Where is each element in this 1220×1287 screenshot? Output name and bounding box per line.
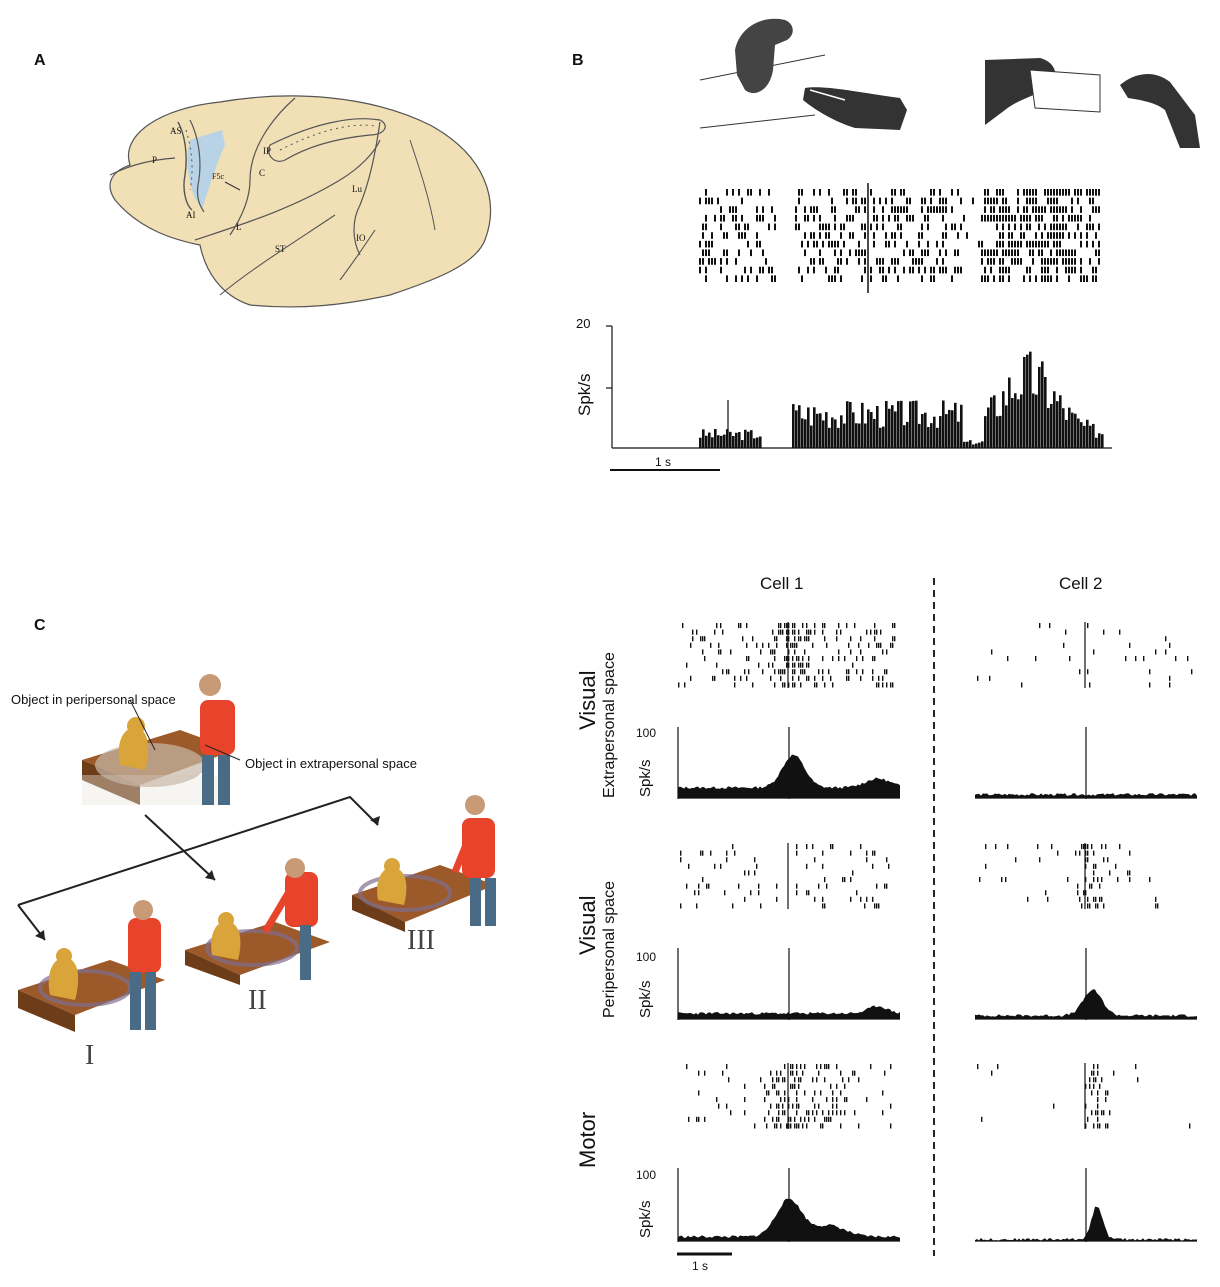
experiment-scenes-illustration	[17, 674, 496, 1032]
cell2-row1-raster	[977, 622, 1193, 688]
row3-ylabel: Spk/s	[637, 1200, 654, 1238]
row1-main-label: Visual	[575, 670, 600, 730]
row2-main-label: Visual	[575, 895, 600, 955]
cell1-row3-histogram	[677, 1168, 900, 1242]
cell1-row1-raster	[678, 622, 896, 688]
sulcus-label-l: L	[236, 222, 242, 232]
sulcus-label-ip: IP	[263, 146, 272, 156]
row2-sub-label: Peripersonal space	[601, 881, 618, 1018]
sulcus-label-c: C	[259, 168, 266, 178]
cell2-row3-raster	[977, 1063, 1191, 1129]
panel-b-histogram	[606, 325, 1112, 449]
row3-main-label: Motor	[575, 1111, 600, 1168]
sulcus-label-io: IO	[356, 233, 366, 243]
cell1-row2-histogram	[677, 948, 900, 1020]
sulcus-label-p: P	[152, 155, 158, 165]
label-peripersonal-object: Object in peripersonal space	[11, 692, 176, 707]
grasp-hands-illustration-left	[699, 18, 907, 130]
f5c-region	[187, 130, 225, 210]
panel-b-raster	[699, 183, 1100, 293]
cell-divider	[933, 578, 935, 1256]
panel-c-scalebar-label: 1 s	[692, 1259, 709, 1273]
sulcus-label-ai: AI	[186, 210, 196, 220]
row2-ylabel: Spk/s	[637, 980, 654, 1018]
condition-label-i: I	[85, 1040, 95, 1071]
panel-b-letter: B	[572, 52, 584, 69]
cell1-title: Cell 1	[760, 574, 804, 593]
panel-b-ytick-top: 20	[576, 316, 591, 331]
cell1-row3-raster	[686, 1063, 892, 1129]
cell1-row1-histogram	[677, 727, 900, 799]
monkey-brain-diagram	[109, 95, 492, 308]
panel-c-letter: C	[34, 617, 46, 634]
panel-b-scalebar	[610, 469, 720, 471]
condition-label-iii: III	[407, 925, 435, 956]
sulcus-label-st: ST	[275, 244, 286, 254]
row3-ytick: 100	[636, 1168, 657, 1182]
sulcus-label-lu: Lu	[352, 184, 362, 194]
grasp-hands-illustration-right	[985, 58, 1200, 148]
cell2-row1-histogram	[975, 727, 1197, 799]
cell1-row2-raster	[680, 843, 890, 909]
row1-ytick: 100	[636, 726, 657, 740]
panel-c-scalebar	[677, 1252, 732, 1256]
cell2-row3-histogram	[975, 1168, 1197, 1242]
sulcus-label-as: AS	[170, 126, 182, 136]
panel-a-letter: A	[34, 52, 46, 69]
row2-ytick: 100	[636, 950, 657, 964]
condition-label-ii: II	[248, 985, 267, 1016]
sulcus-label-f5c: F5c	[212, 172, 224, 181]
label-extrapersonal-object: Object in extrapersonal space	[245, 756, 417, 771]
row1-ylabel: Spk/s	[637, 759, 654, 797]
cell2-row2-raster	[979, 843, 1159, 909]
cell2-row2-histogram	[975, 948, 1197, 1020]
panel-b-scalebar-label: 1 s	[655, 455, 672, 469]
row1-sub-label: Extrapersonal space	[601, 652, 618, 798]
cell2-title: Cell 2	[1059, 574, 1103, 593]
panel-b-ylabel: Spk/s	[575, 373, 594, 416]
